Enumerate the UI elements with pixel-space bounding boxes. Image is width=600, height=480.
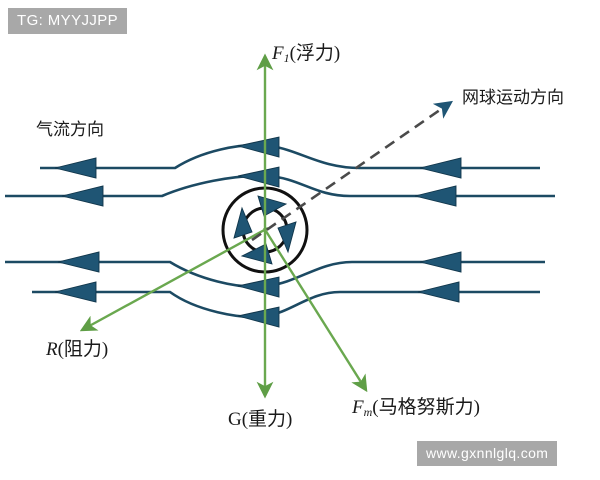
streamline-arrowheads xyxy=(54,136,462,328)
drag-force-arrow xyxy=(79,226,269,332)
drag-force-label: R(阻力) xyxy=(46,340,108,360)
spin-arrow-right xyxy=(277,221,297,254)
flow-arrow-trough-1 xyxy=(237,276,280,298)
flow-arrow-crest-2 xyxy=(237,166,280,188)
magnus-force-arrow xyxy=(262,227,368,393)
ball-motion-arrow xyxy=(251,100,453,242)
ball-motion-label: 网球运动方向 xyxy=(462,88,564,107)
flow-arrow-left-2 xyxy=(61,185,104,207)
buoyancy-name: (浮力) xyxy=(289,43,341,64)
flow-arrow-trough-2 xyxy=(237,306,280,328)
buoyancy-subscript: 1 xyxy=(283,51,290,65)
streamline-4 xyxy=(32,290,540,319)
flow-arrow-right-4 xyxy=(417,281,460,303)
spin-arrow-left xyxy=(233,206,253,239)
spin-arrow-bottom xyxy=(240,243,273,265)
magnus-name: (马格努斯力) xyxy=(372,397,480,418)
flow-arrow-crest-1 xyxy=(237,136,280,158)
spin-arrow-top xyxy=(257,195,288,217)
streamline-1 xyxy=(40,143,540,170)
drag-symbol: R xyxy=(46,339,58,360)
drag-name: (阻力) xyxy=(57,339,109,360)
gravity-force-label: G(重力) xyxy=(228,410,292,430)
force-vectors xyxy=(79,53,368,399)
flow-arrow-left-1 xyxy=(54,157,97,179)
flow-arrow-right-3 xyxy=(419,251,462,273)
gravity-name: (重力) xyxy=(241,409,293,430)
magnus-force-label: Fm(马格努斯力) xyxy=(352,398,480,422)
magnus-symbol: F xyxy=(352,397,364,418)
gravity-symbol: G xyxy=(228,409,242,430)
flow-arrow-left-4 xyxy=(54,281,97,303)
flow-arrow-left-3 xyxy=(57,251,100,273)
buoyancy-symbol: F xyxy=(272,43,284,64)
watermark-bottom-right: www.gxnnlglq.com xyxy=(417,441,558,466)
magnus-subscript: m xyxy=(363,405,373,419)
flow-arrow-right-2 xyxy=(414,185,457,207)
buoyancy-force-label: F1(浮力) xyxy=(272,44,340,68)
flow-arrow-right-1 xyxy=(419,157,462,179)
airflow-label: 气流方向 xyxy=(36,120,104,139)
watermark-top-left: TG: MYYJJPP xyxy=(8,8,128,34)
